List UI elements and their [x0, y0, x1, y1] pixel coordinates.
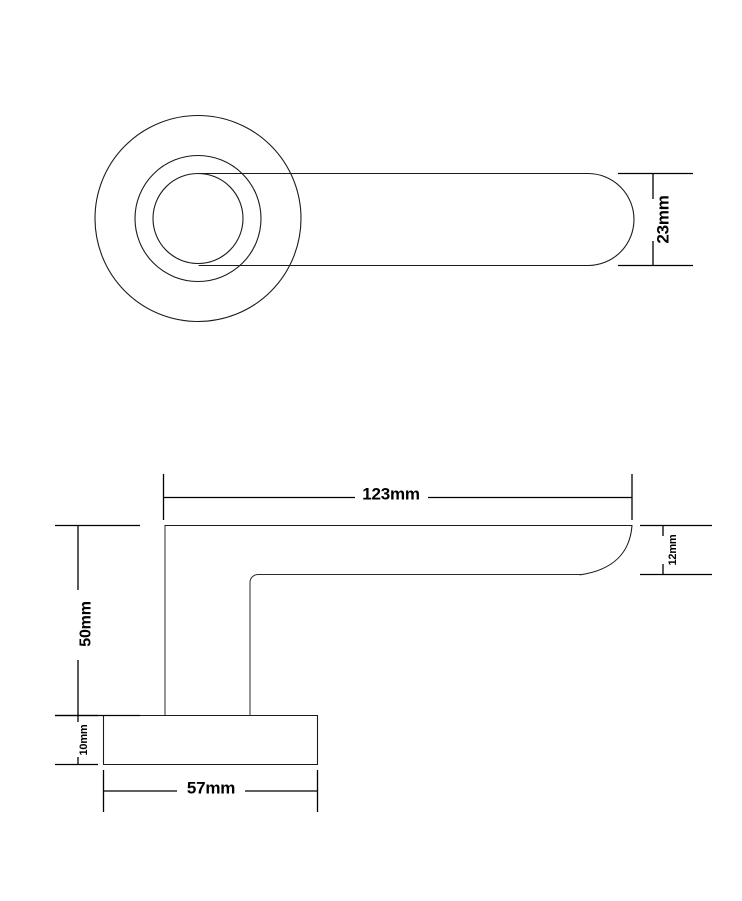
dimension-123mm: 123mm [162, 474, 633, 520]
neck-front-edge-and-lever-underside [249, 573, 581, 716]
dimension-12mm: 12mm [640, 524, 712, 576]
dim-10mm-label: 10mm [78, 724, 90, 755]
base-plate-outline [102, 714, 319, 766]
dim-123mm-label: 123mm [362, 485, 420, 504]
top-view-group: 23mm [94, 114, 693, 323]
dimension-10mm: 10mm [55, 714, 98, 766]
dim-57mm-label: 57mm [187, 779, 235, 798]
dimension-23mm: 23mm [618, 172, 693, 267]
lever-tip-taper [579, 524, 633, 576]
rosette-outer-circle [94, 114, 302, 323]
dim-12mm-label: 12mm [667, 534, 679, 565]
side-view-group: 123mm 12mm 50mm [55, 474, 712, 812]
dim-23mm-label: 23mm [654, 195, 673, 243]
dimension-57mm: 57mm [102, 770, 319, 812]
rosette-middle-circle [134, 154, 262, 283]
lever-arm-plan-outline [198, 172, 635, 267]
rosette-inner-circle [152, 172, 244, 265]
dim-50mm-label: 50mm [78, 601, 95, 646]
